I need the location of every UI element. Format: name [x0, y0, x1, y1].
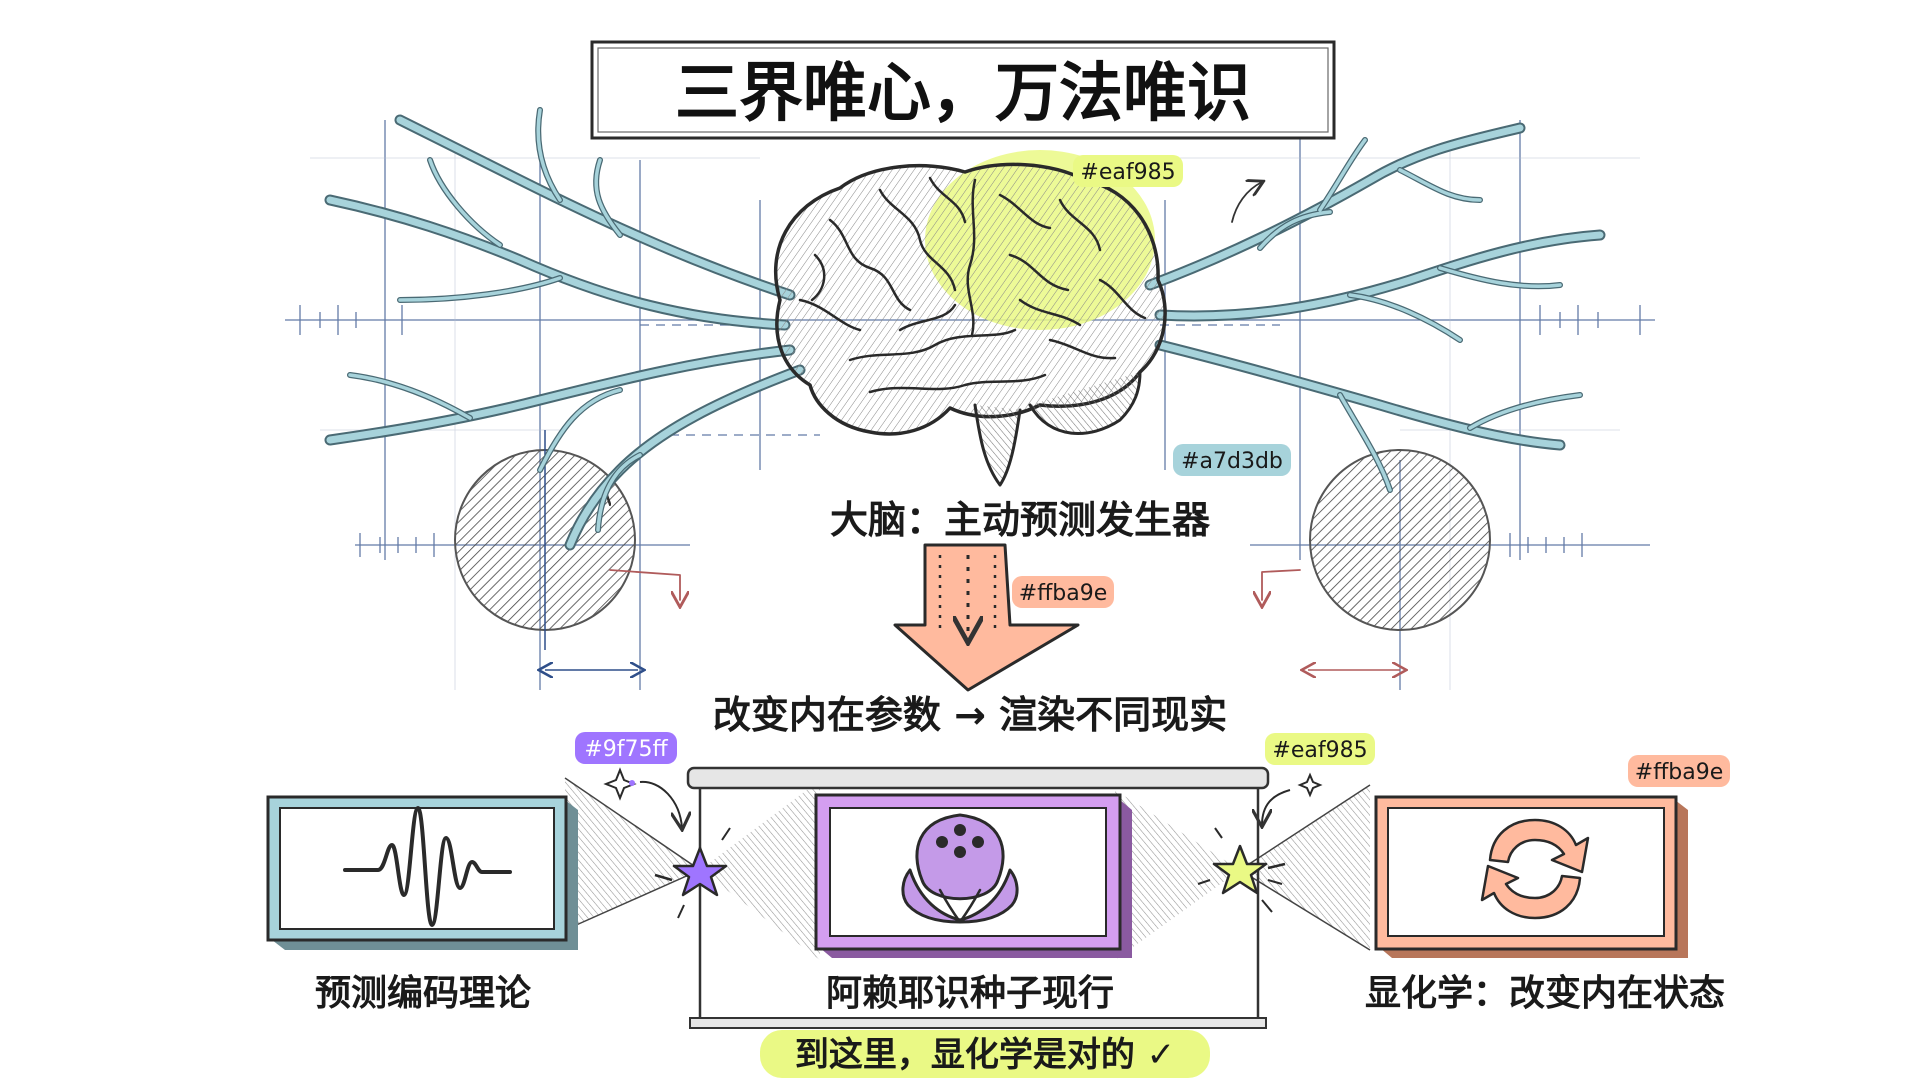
yellow-star-icon: [1212, 844, 1268, 895]
downward-arrow-icon: [893, 543, 1080, 692]
panel-alaya-seeds: [814, 793, 1132, 958]
panel-label-right: 显化学：改变内在状态: [1365, 972, 1725, 1014]
svg-text:#eaf985: #eaf985: [1080, 160, 1175, 185]
color-tag-salmon-arrow: #ffba9e: [1012, 576, 1114, 608]
color-tag-salmon-panel: #ffba9e: [1628, 755, 1730, 787]
color-tag-yellow-right: #eaf985: [1265, 733, 1375, 765]
panel-label-left: 预测编码理论: [315, 973, 532, 1014]
right-red-arrow: [1262, 569, 1301, 600]
up-arrow-icon: [1231, 182, 1262, 223]
color-tag-yellow-top: #eaf985: [1073, 155, 1183, 187]
projection-beams: [564, 777, 1371, 960]
color-tag-blue: #a7d3db: [1173, 444, 1291, 476]
conclusion-badge: 到这里，显化学是对的 ✓: [760, 1030, 1210, 1078]
svg-text:#a7d3db: #a7d3db: [1181, 449, 1283, 474]
page-title: 三界唯心，万法唯识: [675, 57, 1251, 131]
right-beam-source: [1267, 862, 1286, 870]
conclusion-text: 到这里，显化学是对的 ✓: [795, 1035, 1175, 1075]
right-ticks: [1509, 305, 1641, 557]
arrow-caption: 改变内在参数 → 渲染不同现实: [713, 693, 1227, 737]
panel-manifestation: [1374, 795, 1688, 958]
brain-stem: [973, 403, 1022, 487]
purple-star-icon: [672, 846, 728, 897]
panel-label-center: 阿赖耶识种子现行: [826, 973, 1114, 1014]
cycle-arrows-icon: [1480, 818, 1590, 920]
sparkle-icons: [603, 767, 1323, 919]
brain-caption: 大脑：主动预测发生器: [830, 498, 1211, 542]
decorative-dot-purple: [629, 780, 635, 786]
svg-text:#ffba9e: #ffba9e: [1635, 760, 1724, 785]
neuron-branches: [324, 107, 1606, 551]
left-ticks: [299, 305, 435, 557]
svg-text:#eaf985: #eaf985: [1272, 738, 1367, 763]
svg-text:#ffba9e: #ffba9e: [1019, 581, 1108, 606]
svg-text:#9f75ff: #9f75ff: [584, 737, 668, 762]
waveform-icon: [343, 806, 512, 927]
cerebellum: [1028, 370, 1142, 435]
color-tag-purple: #9f75ff: [575, 732, 677, 764]
title-box: 三界唯心，万法唯识: [590, 40, 1336, 140]
right-hatched-circle: [1309, 449, 1491, 631]
brain-illustration: [774, 150, 1167, 487]
left-beam-source: [654, 873, 673, 882]
panel-predictive-coding: [266, 795, 578, 950]
lotus-seed-icon: [901, 813, 1019, 924]
left-red-arrow: [609, 569, 680, 600]
projection-screen: [686, 766, 1270, 1029]
